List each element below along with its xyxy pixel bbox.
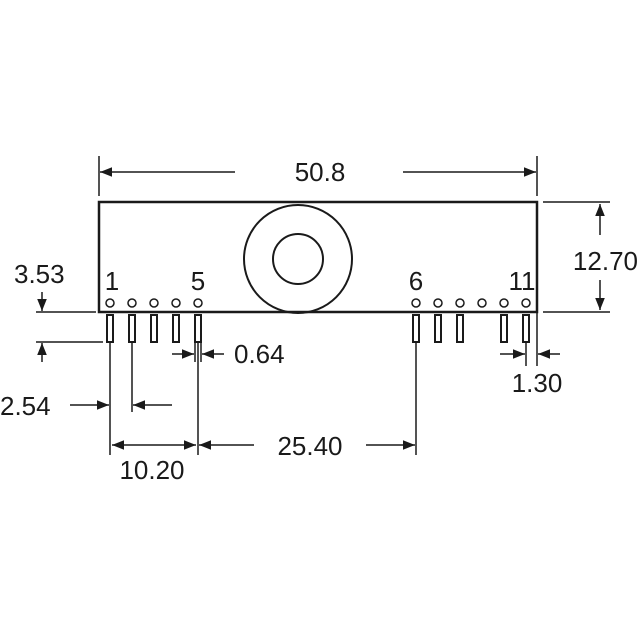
dimension-pin-pitch — [70, 342, 172, 455]
module-body — [97, 200, 539, 314]
pin-marker — [455, 298, 465, 308]
inductor-inner-ring — [272, 233, 324, 285]
pin — [194, 314, 202, 343]
pin-marker — [433, 298, 443, 308]
dim-label-pin-width: 0.64 — [234, 339, 285, 369]
pin-marker — [499, 298, 509, 308]
pin-marker — [411, 298, 421, 308]
pin-label-6: 6 — [409, 266, 423, 296]
pin — [412, 314, 420, 343]
pin-marker — [149, 298, 159, 308]
pin-markers — [105, 298, 531, 308]
pin — [456, 314, 464, 343]
pin-marker — [521, 298, 531, 308]
pin — [172, 314, 180, 343]
pin — [500, 314, 508, 343]
pin — [128, 314, 136, 343]
dimension-group-span — [112, 342, 417, 455]
pin — [106, 314, 114, 343]
dimension-pin-width — [172, 342, 224, 362]
dimension-pin-offset — [500, 312, 560, 366]
pin — [150, 314, 158, 343]
inductor-outer-ring — [243, 204, 353, 314]
pin-marker — [127, 298, 137, 308]
pin-marker — [193, 298, 203, 308]
module-outline — [97, 200, 539, 314]
dim-label-pin-height: 3.53 — [14, 259, 65, 289]
pin-marker — [171, 298, 181, 308]
dimension-pin-height — [36, 292, 103, 362]
dimension-height — [543, 201, 610, 313]
dimension-overall-width — [98, 156, 538, 196]
pin-marker — [105, 298, 115, 308]
pins — [106, 314, 530, 343]
dim-label-group-span: 10.20 — [119, 455, 184, 485]
dim-label-pin-pitch: 2.54 — [0, 391, 51, 421]
pin-label-1: 1 — [105, 266, 119, 296]
pin — [522, 314, 530, 343]
dim-label-height: 12.70 — [573, 246, 638, 276]
dim-label-group-gap: 25.40 — [277, 431, 342, 461]
pin — [434, 314, 442, 343]
dim-label-overall-width: 50.8 — [295, 157, 346, 187]
pin-marker — [477, 298, 487, 308]
pin-label-11: 11 — [509, 266, 536, 296]
pin-label-5: 5 — [191, 266, 205, 296]
dim-label-pin-offset: 1.30 — [512, 368, 563, 398]
